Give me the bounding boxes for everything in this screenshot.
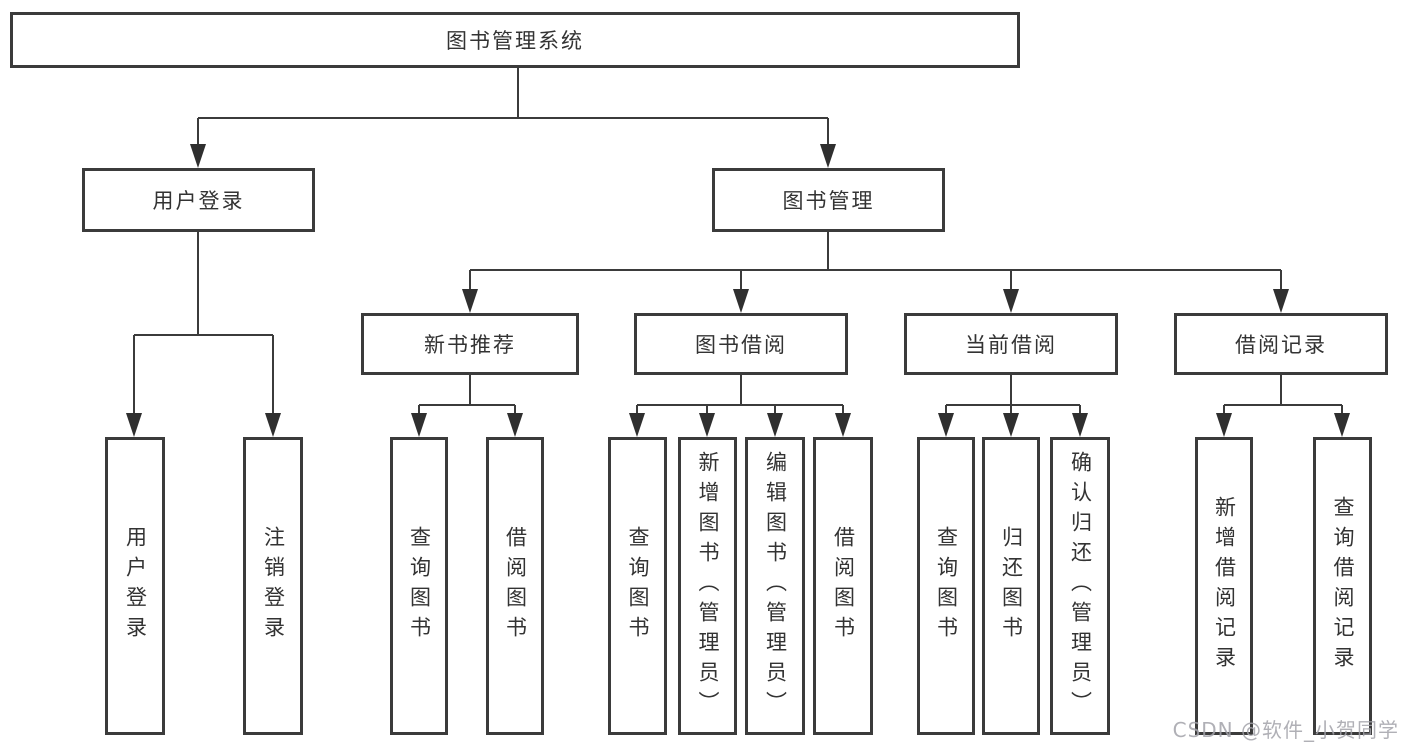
arrowhead [733, 289, 749, 313]
arrowhead [265, 413, 281, 437]
leaf-add-borrow-record: 新增借阅记录 [1195, 437, 1253, 735]
leaf-label: 新增图书（管理员） [696, 451, 720, 721]
leaf-label: 编辑图书（管理员） [763, 451, 788, 721]
leaf-query-book-borrow: 查询图书 [608, 437, 667, 735]
arrowhead [411, 413, 427, 437]
leaf-query-borrow-record: 查询借阅记录 [1313, 437, 1372, 735]
arrowhead [462, 289, 478, 313]
arrowhead [699, 413, 715, 437]
node-book-borrow: 图书借阅 [634, 313, 848, 375]
arrowhead [1003, 413, 1019, 437]
arrowhead [835, 413, 851, 437]
leaf-query-book-current: 查询图书 [917, 437, 975, 735]
node-book-management: 图书管理 [712, 168, 945, 232]
leaf-add-book-admin: 新增图书（管理员） [678, 437, 737, 735]
leaf-label: 查询图书 [407, 526, 432, 646]
leaf-label: 借阅图书 [831, 526, 856, 646]
leaf-confirm-return-admin: 确认归还（管理员） [1050, 437, 1110, 735]
arrowhead [126, 413, 142, 437]
leaf-logout: 注销登录 [243, 437, 303, 735]
leaf-borrow-book: 借阅图书 [813, 437, 873, 735]
arrowhead [1273, 289, 1289, 313]
csdn-watermark: CSDN @软件_小贺同学 [1172, 718, 1399, 742]
leaf-user-login: 用户登录 [105, 437, 165, 735]
arrowhead [1216, 413, 1232, 437]
arrowhead [629, 413, 645, 437]
node-user-login: 用户登录 [82, 168, 315, 232]
leaf-return-book: 归还图书 [982, 437, 1040, 735]
node-borrow-records: 借阅记录 [1174, 313, 1388, 375]
leaf-borrow-book-recommend: 借阅图书 [486, 437, 544, 735]
arrowhead [507, 413, 523, 437]
arrowhead [820, 144, 836, 168]
leaf-query-book-recommend: 查询图书 [390, 437, 448, 735]
arrowhead [938, 413, 954, 437]
leaf-label: 查询图书 [626, 526, 650, 646]
node-root-system: 图书管理系统 [10, 12, 1020, 68]
leaf-label: 注销登录 [261, 526, 286, 646]
arrowhead [190, 144, 206, 168]
arrowhead [767, 413, 783, 437]
node-current-borrow: 当前借阅 [904, 313, 1118, 375]
leaf-label: 新增借阅记录 [1212, 496, 1237, 676]
leaf-label: 用户登录 [123, 526, 148, 646]
leaf-edit-book-admin: 编辑图书（管理员） [745, 437, 805, 735]
leaf-label: 查询图书 [934, 526, 959, 646]
leaf-label: 借阅图书 [503, 526, 528, 646]
arrowhead [1003, 289, 1019, 313]
arrowhead [1072, 413, 1088, 437]
leaf-label: 查询借阅记录 [1331, 496, 1355, 676]
arrowhead [1334, 413, 1350, 437]
leaf-label: 确认归还（管理员） [1068, 451, 1093, 721]
node-new-book-recommend: 新书推荐 [361, 313, 579, 375]
leaf-label: 归还图书 [999, 526, 1024, 646]
